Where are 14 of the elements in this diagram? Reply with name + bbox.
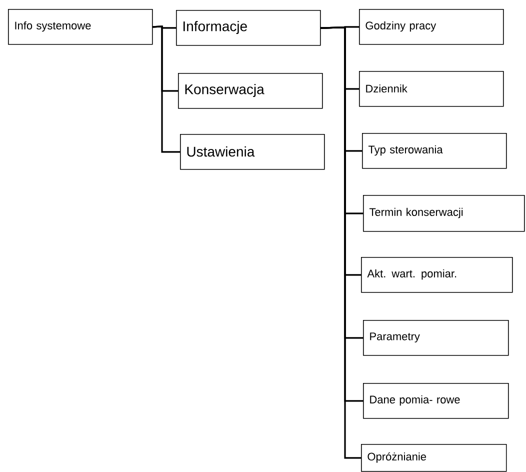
menu-box: Parametry xyxy=(363,320,509,356)
menu-box: Dane pomia- rowe xyxy=(363,383,509,419)
menu-box: Opróżnianie xyxy=(361,444,507,472)
menu-box: Dziennik xyxy=(359,71,504,107)
menu-box: Ustawienia xyxy=(180,134,325,170)
connector-line xyxy=(152,26,180,153)
menu-box: Godziny pracy xyxy=(359,9,504,45)
menu-box: Termin konserwacji xyxy=(363,195,525,232)
menu-box: Typ sterowania xyxy=(362,133,507,169)
menu-box: Informacje xyxy=(176,10,321,46)
connector-line xyxy=(320,26,361,459)
menu-box: Akt. wart. pomiar. xyxy=(361,257,513,293)
menu-box: Konserwacja xyxy=(178,73,323,109)
menu-box: Info systemowe xyxy=(8,9,153,45)
